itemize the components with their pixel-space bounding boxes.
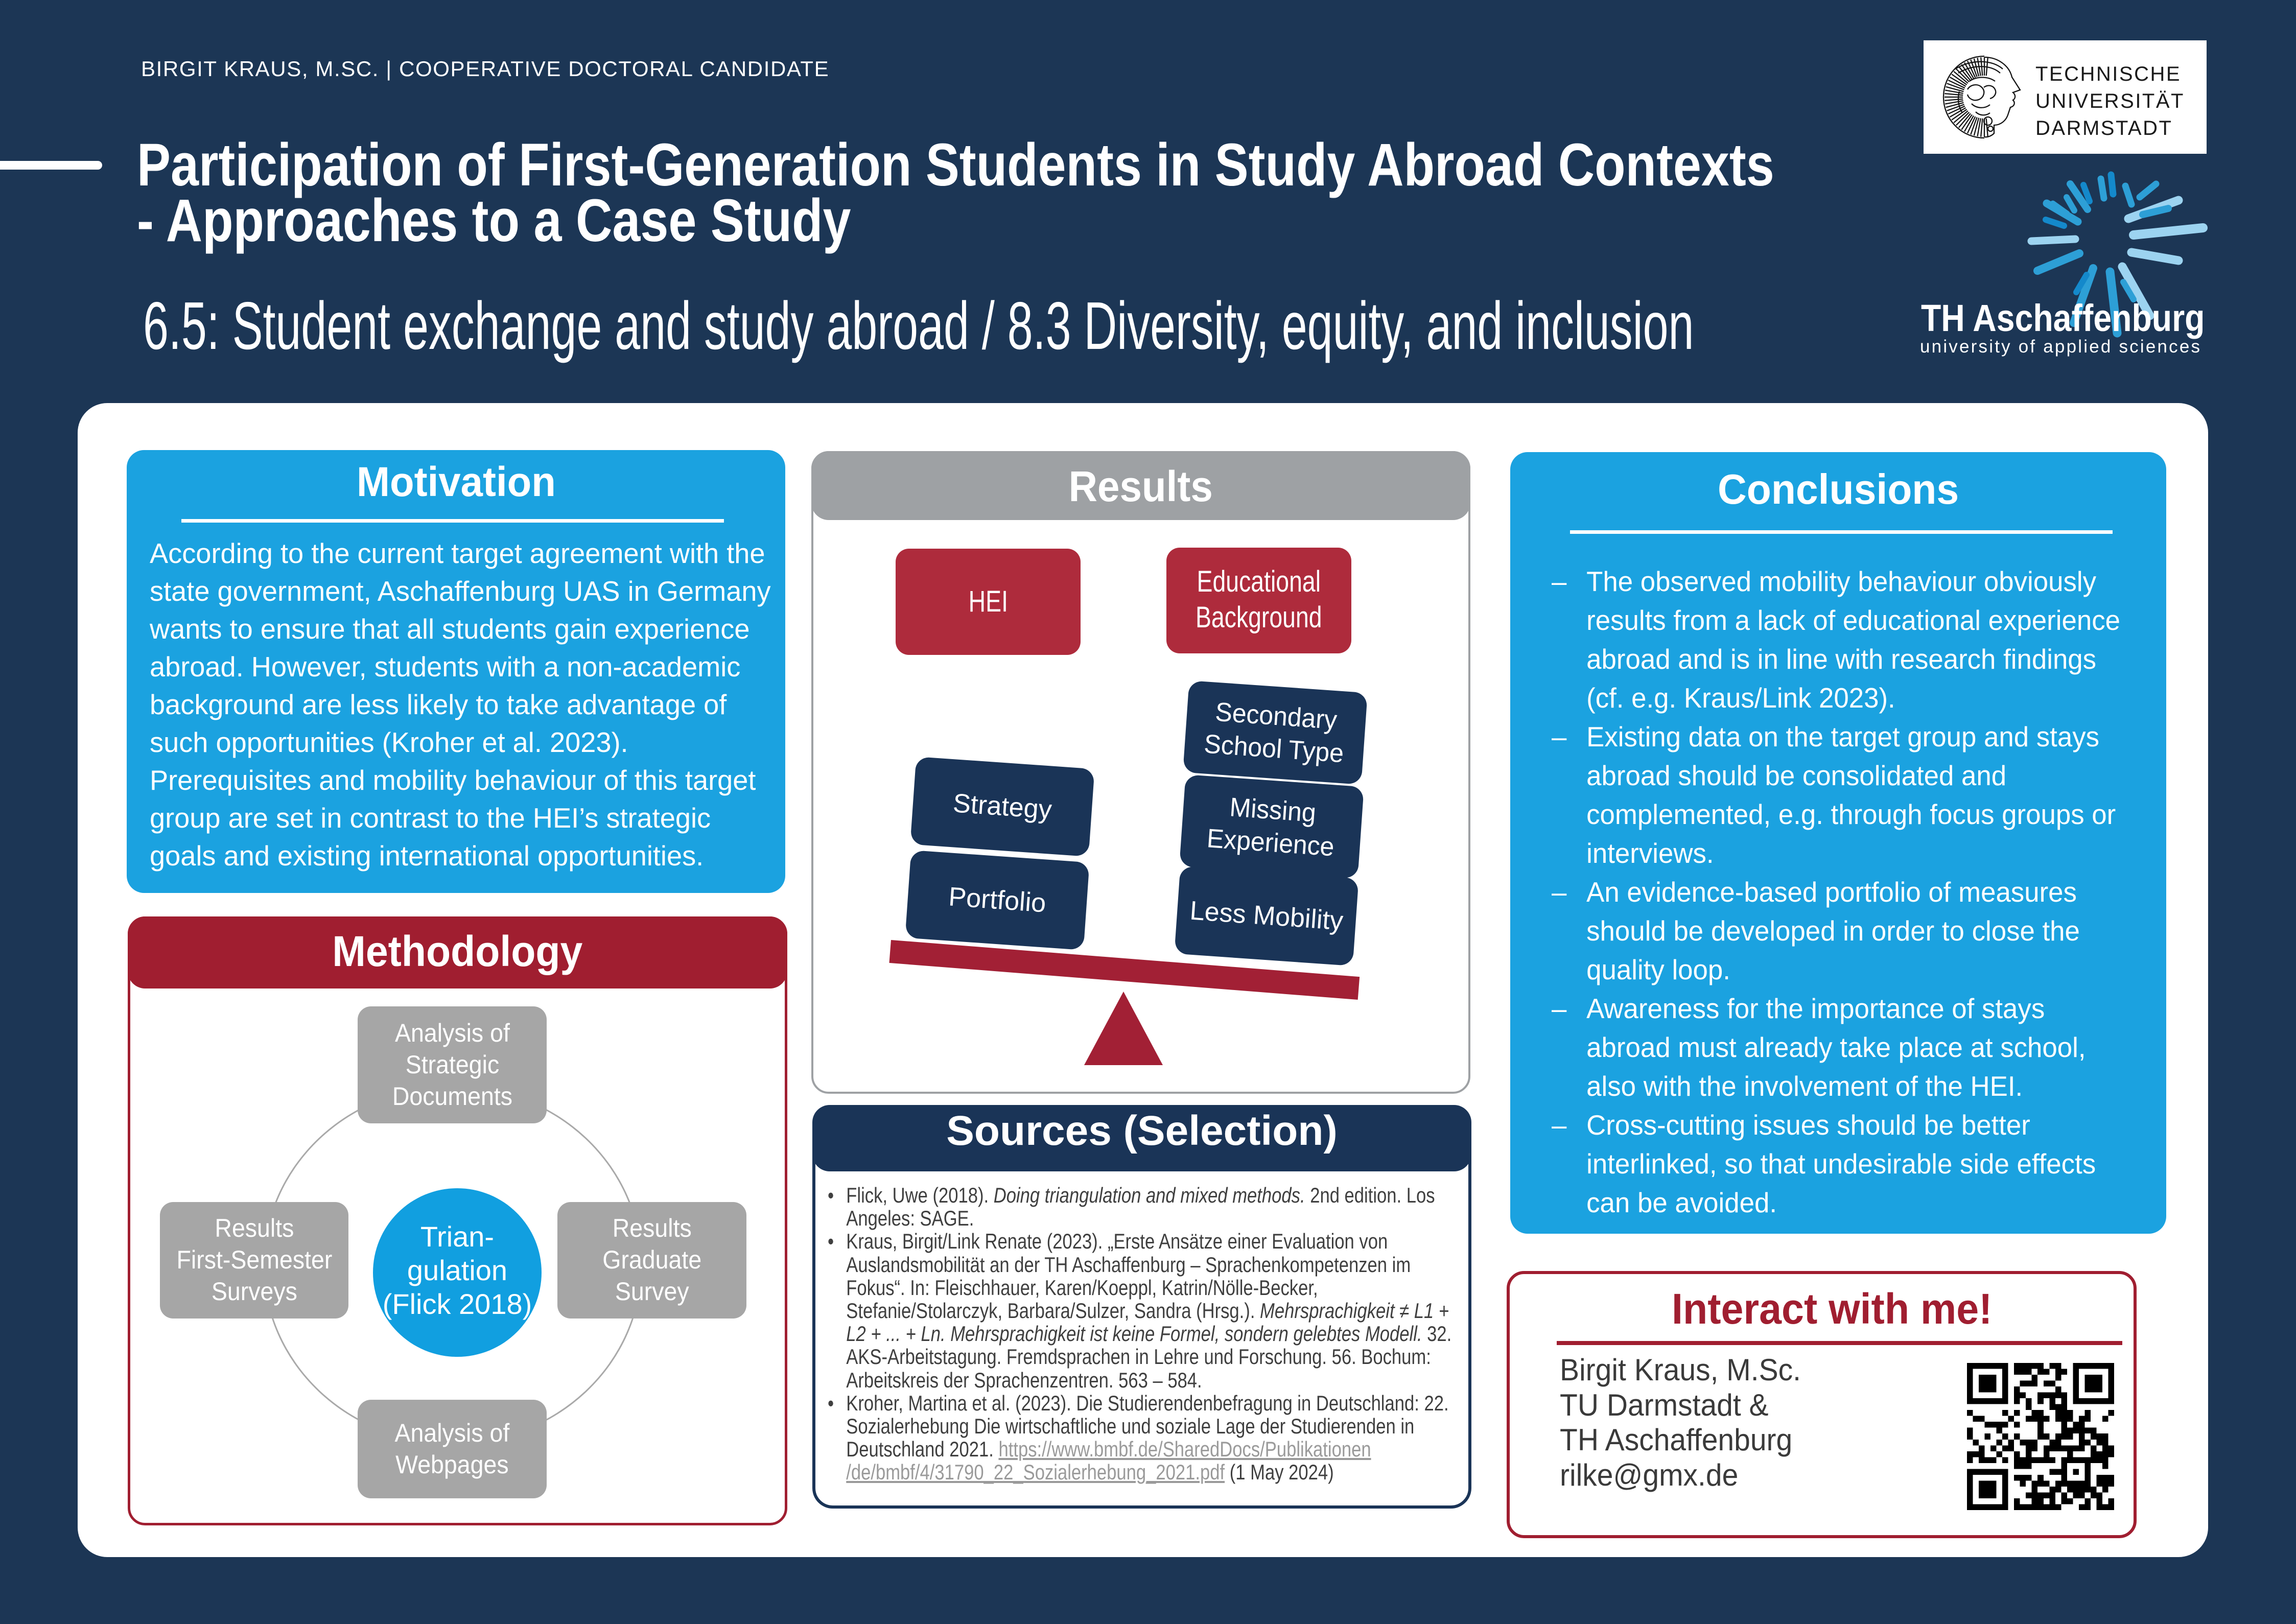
svg-text:TH Aschaffenburg: TH Aschaffenburg xyxy=(1921,297,2205,339)
svg-text:university of applied sciences: university of applied sciences xyxy=(1920,337,2201,357)
svg-text:DARMSTADT: DARMSTADT xyxy=(2035,117,2172,139)
svg-text:UNIVERSITÄT: UNIVERSITÄT xyxy=(2035,90,2185,112)
svg-text:TECHNISCHE: TECHNISCHE xyxy=(2035,63,2181,85)
